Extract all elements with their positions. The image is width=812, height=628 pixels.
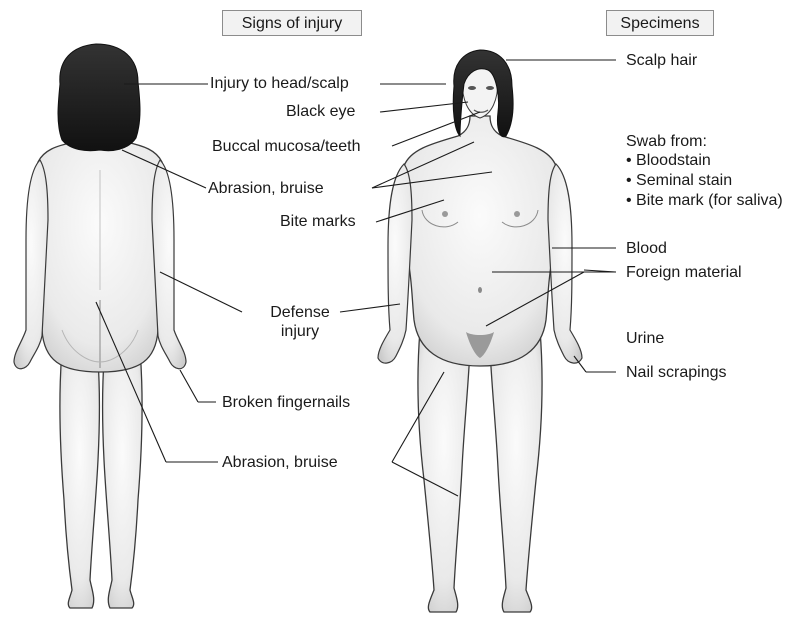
swab-item-seminal-stain: • Seminal stain [626,171,783,191]
swab-list: • Bloodstain • Seminal stain • Bite mark… [626,151,783,211]
label-bite-marks: Bite marks [280,212,356,231]
label-abrasion-lower: Abrasion, bruise [222,453,338,472]
label-foreign-material: Foreign material [626,263,742,282]
label-blood: Blood [626,239,667,258]
back-hair [58,44,140,151]
label-scalp-hair: Scalp hair [626,51,697,70]
swab-item-bite-mark: • Bite mark (for saliva) [626,191,783,211]
label-injury-head: Injury to head/scalp [210,74,349,93]
swab-block: Swab from: • Bloodstain • Seminal stain … [626,132,783,211]
label-defense-line1: Defense [258,303,342,322]
label-swab-heading: Swab from: [626,132,783,151]
label-defense-line2: injury [258,322,342,341]
back-right-leg [103,350,143,608]
label-black-eye: Black eye [286,102,355,121]
label-abrasion-upper: Abrasion, bruise [208,179,324,198]
front-figure [378,50,582,612]
back-left-leg [60,350,100,608]
label-urine: Urine [626,329,664,348]
front-right-arm [548,164,582,363]
label-buccal-mucosa: Buccal mucosa/teeth [212,137,361,156]
front-right-leg [490,330,542,612]
back-figure [14,44,186,608]
swab-item-bloodstain: • Bloodstain [626,151,783,171]
label-broken-fingernails: Broken fingernails [222,393,350,412]
front-torso [401,116,559,366]
label-defense-injury: Defense injury [258,303,342,341]
front-left-arm [378,164,412,363]
specimens-header: Specimens [606,10,714,36]
label-nail-scrapings: Nail scrapings [626,363,726,382]
signs-of-injury-header: Signs of injury [222,10,362,36]
